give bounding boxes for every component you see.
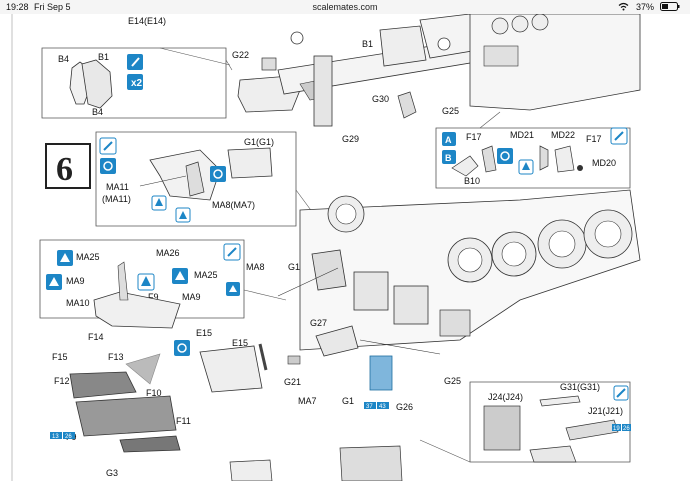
wifi-icon <box>618 2 629 13</box>
label-md21: MD21 <box>510 130 534 140</box>
label-f10: F10 <box>146 388 162 398</box>
instruction-sheet: E14(E14) B4 B1 B4 x2 G22 G29 B1 G30 G25 <box>11 13 641 482</box>
label-ma11b: (MA11) <box>102 194 131 204</box>
page-ref-badge-3: 19 26 <box>612 424 631 432</box>
label-b4-2: B4 <box>92 107 103 117</box>
label-e15: E15 <box>196 328 212 338</box>
status-bar: 19:28 Fri Sep 5 scalemates.com 37% <box>0 0 690 14</box>
inset-step6: MA11 (MA11) G1(G1) MA8(MA7) <box>95 131 331 237</box>
label-g1b: G1 <box>342 396 354 406</box>
label-b4: B4 <box>58 54 69 64</box>
label-f14: F14 <box>88 332 104 342</box>
chassis-main: MA8 G1 G27 G21 MA7 G1 G26 37 43 G25 <box>246 189 641 412</box>
label-j21: J21(J21) <box>588 406 623 416</box>
inset-top-right: A B F17 B10 MD21 MD22 F17 MD20 <box>435 111 631 189</box>
status-time: 19:28 <box>6 2 29 12</box>
page-ref-badge-2: 13 26 <box>50 432 75 440</box>
battery-percent: 37% <box>636 2 655 12</box>
label-e14: E14(E14) <box>128 16 166 26</box>
arrow-up-icon-3 <box>46 274 62 290</box>
label-f12: F12 <box>54 376 70 386</box>
assembly-top-center: G22 G29 B1 G30 G25 <box>232 13 479 144</box>
label-ma26: MA26 <box>156 248 180 258</box>
label-g22: G22 <box>232 50 249 60</box>
label-g26: G26 <box>396 402 413 412</box>
step-number: 6 <box>56 151 73 188</box>
label-g25: G25 <box>442 106 459 116</box>
arrow-up-icon-2 <box>57 250 73 266</box>
svg-text:B: B <box>445 153 452 163</box>
glue-icon <box>127 54 143 70</box>
label-f13: F13 <box>108 352 124 362</box>
arrow-up-icon-5 <box>226 282 240 296</box>
label-g1-main: G1 <box>288 262 300 272</box>
arrow-up-icon <box>175 207 191 223</box>
label-g29: G29 <box>342 134 359 144</box>
glue-icon-4 <box>223 243 241 261</box>
label-f17-2: F17 <box>586 134 602 144</box>
chassis-top-right <box>469 13 641 111</box>
label-ma25-2: MA25 <box>194 270 218 280</box>
label-f17: F17 <box>466 132 482 142</box>
page-ref-badge: 37 43 <box>364 402 389 410</box>
rotate-icon-4 <box>174 340 190 356</box>
label-f15: F15 <box>52 352 68 362</box>
label-b1: B1 <box>98 52 109 62</box>
repeat-x2-icon: x2 <box>127 74 143 90</box>
label-ma7: MA7 <box>298 396 317 406</box>
inset-bottom-right: G31(G31) J24(J24) J21(J21) 19 26 <box>419 381 631 463</box>
ref-26-2: 26 <box>623 426 630 432</box>
label-md22: MD22 <box>551 130 575 140</box>
label-ma8-main: MA8 <box>246 262 265 272</box>
svg-text:A: A <box>445 135 452 145</box>
ref-19: 19 <box>613 426 620 432</box>
assembly-bottom: G3 <box>106 445 403 482</box>
label-g3: G3 <box>106 468 118 478</box>
label-g21: G21 <box>284 377 301 387</box>
cement-icon <box>518 159 534 175</box>
rotate-icon <box>497 148 513 164</box>
url-label[interactable]: scalemates.com <box>312 2 378 12</box>
label-g25-main: G25 <box>444 376 461 386</box>
label-g31: G31(G31) <box>560 382 600 392</box>
status-date: Fri Sep 5 <box>34 2 71 12</box>
battery-icon <box>660 2 680 13</box>
cement-icon-2 <box>151 195 167 211</box>
glue-icon-2 <box>610 127 628 145</box>
ref-26: 26 <box>65 434 72 440</box>
label-g27: G27 <box>310 318 327 328</box>
label-ma10: MA10 <box>66 298 90 308</box>
cement-icon-3 <box>137 273 155 291</box>
label-ma9: MA9 <box>66 276 85 286</box>
label-md20: MD20 <box>592 158 616 168</box>
label-g30: G30 <box>372 94 389 104</box>
arrow-up-icon-4 <box>172 268 188 284</box>
part-b-icon: B <box>442 150 456 164</box>
label-ma25: MA25 <box>76 252 100 262</box>
rotate-icon-3 <box>210 166 226 182</box>
ref-13: 13 <box>52 434 59 440</box>
rotate-icon-2 <box>100 158 116 174</box>
instruction-page-viewer[interactable]: E14(E14) B4 B1 B4 x2 G22 G29 B1 G30 G25 <box>0 13 690 482</box>
label-g1: G1(G1) <box>244 137 274 147</box>
ref-43: 43 <box>379 404 386 410</box>
label-f11: F11 <box>176 416 191 426</box>
label-ma11: MA11 <box>106 182 129 192</box>
label-b1b: B1 <box>362 39 373 49</box>
inset-top-left: B4 B1 B4 x2 <box>41 47 233 119</box>
label-ma8: MA8(MA7) <box>212 200 255 210</box>
label-ma9-2: MA9 <box>182 292 201 302</box>
svg-text:x2: x2 <box>131 78 143 89</box>
label-j24: J24(J24) <box>488 392 523 402</box>
inset-left: MA25 MA26 MA9 MA25 MA10 F9 MA9 F14 F15 F… <box>39 239 287 453</box>
label-e15-2: E15 <box>232 338 248 348</box>
part-a-icon: A <box>442 132 456 146</box>
label-f9: F9 <box>148 292 159 302</box>
ref-37: 37 <box>366 404 373 410</box>
glue-icon-3 <box>99 137 117 155</box>
label-b10: B10 <box>464 176 480 186</box>
glue-icon-5 <box>613 385 629 401</box>
step-badge: 6 <box>45 143 91 189</box>
